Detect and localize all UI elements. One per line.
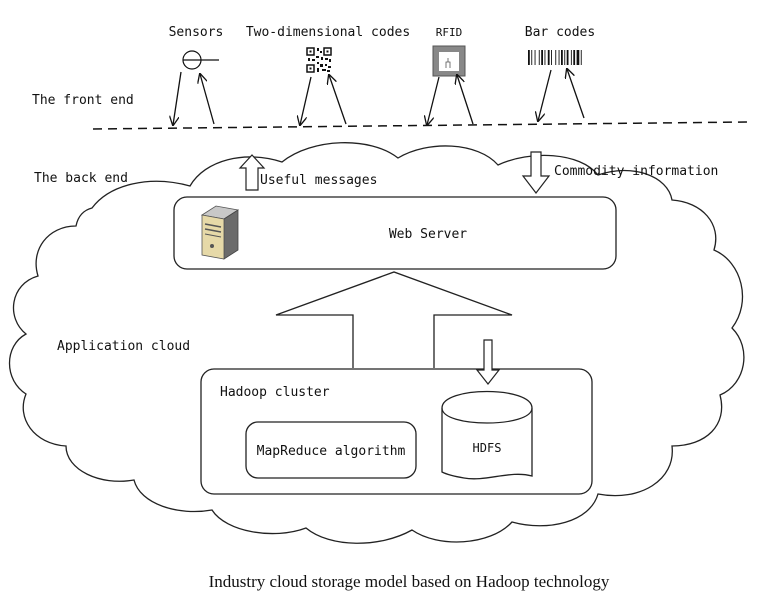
front-back-divider (92, 121, 749, 130)
mapreduce-box (245, 421, 417, 479)
figure-caption: Industry cloud storage model based on Ha… (209, 572, 610, 591)
rfid-tag-icon (432, 45, 466, 77)
web-server-label: Web Server (389, 227, 467, 242)
front-end-label: The front end (32, 93, 134, 108)
commodity-information-arrow (521, 151, 551, 194)
into-hdfs-arrow (475, 339, 501, 385)
commodity-information-label: Commodity information (554, 164, 718, 179)
hdfs-storage-rim (441, 407, 533, 424)
back-end-label: The back end (34, 171, 128, 186)
hadoop-cluster-label: Hadoop cluster (220, 385, 330, 400)
hdfs-label: HDFS (473, 441, 502, 455)
bar-codes-label: Bar codes (525, 25, 595, 40)
two-dimensional-codes-label: Two-dimensional codes (246, 25, 410, 40)
useful-messages-label: Useful messages (260, 173, 377, 188)
barcode-icon (528, 50, 582, 65)
hdfs-storage-shape (441, 390, 533, 480)
server-icon (200, 205, 240, 260)
sensors-label: Sensors (169, 25, 224, 40)
application-cloud-label: Application cloud (57, 339, 190, 354)
qr-code-icon (306, 47, 332, 73)
rfid-label: RFID (436, 26, 463, 39)
mapreduce-label: MapReduce algorithm (257, 444, 406, 459)
useful-messages-arrow (238, 154, 266, 191)
application-cloud-shape (8, 142, 745, 544)
sensor-icon (182, 50, 219, 70)
web-server-box (173, 196, 617, 270)
cluster-to-server-arrow (275, 271, 513, 368)
front-end-arrows (173, 69, 585, 125)
